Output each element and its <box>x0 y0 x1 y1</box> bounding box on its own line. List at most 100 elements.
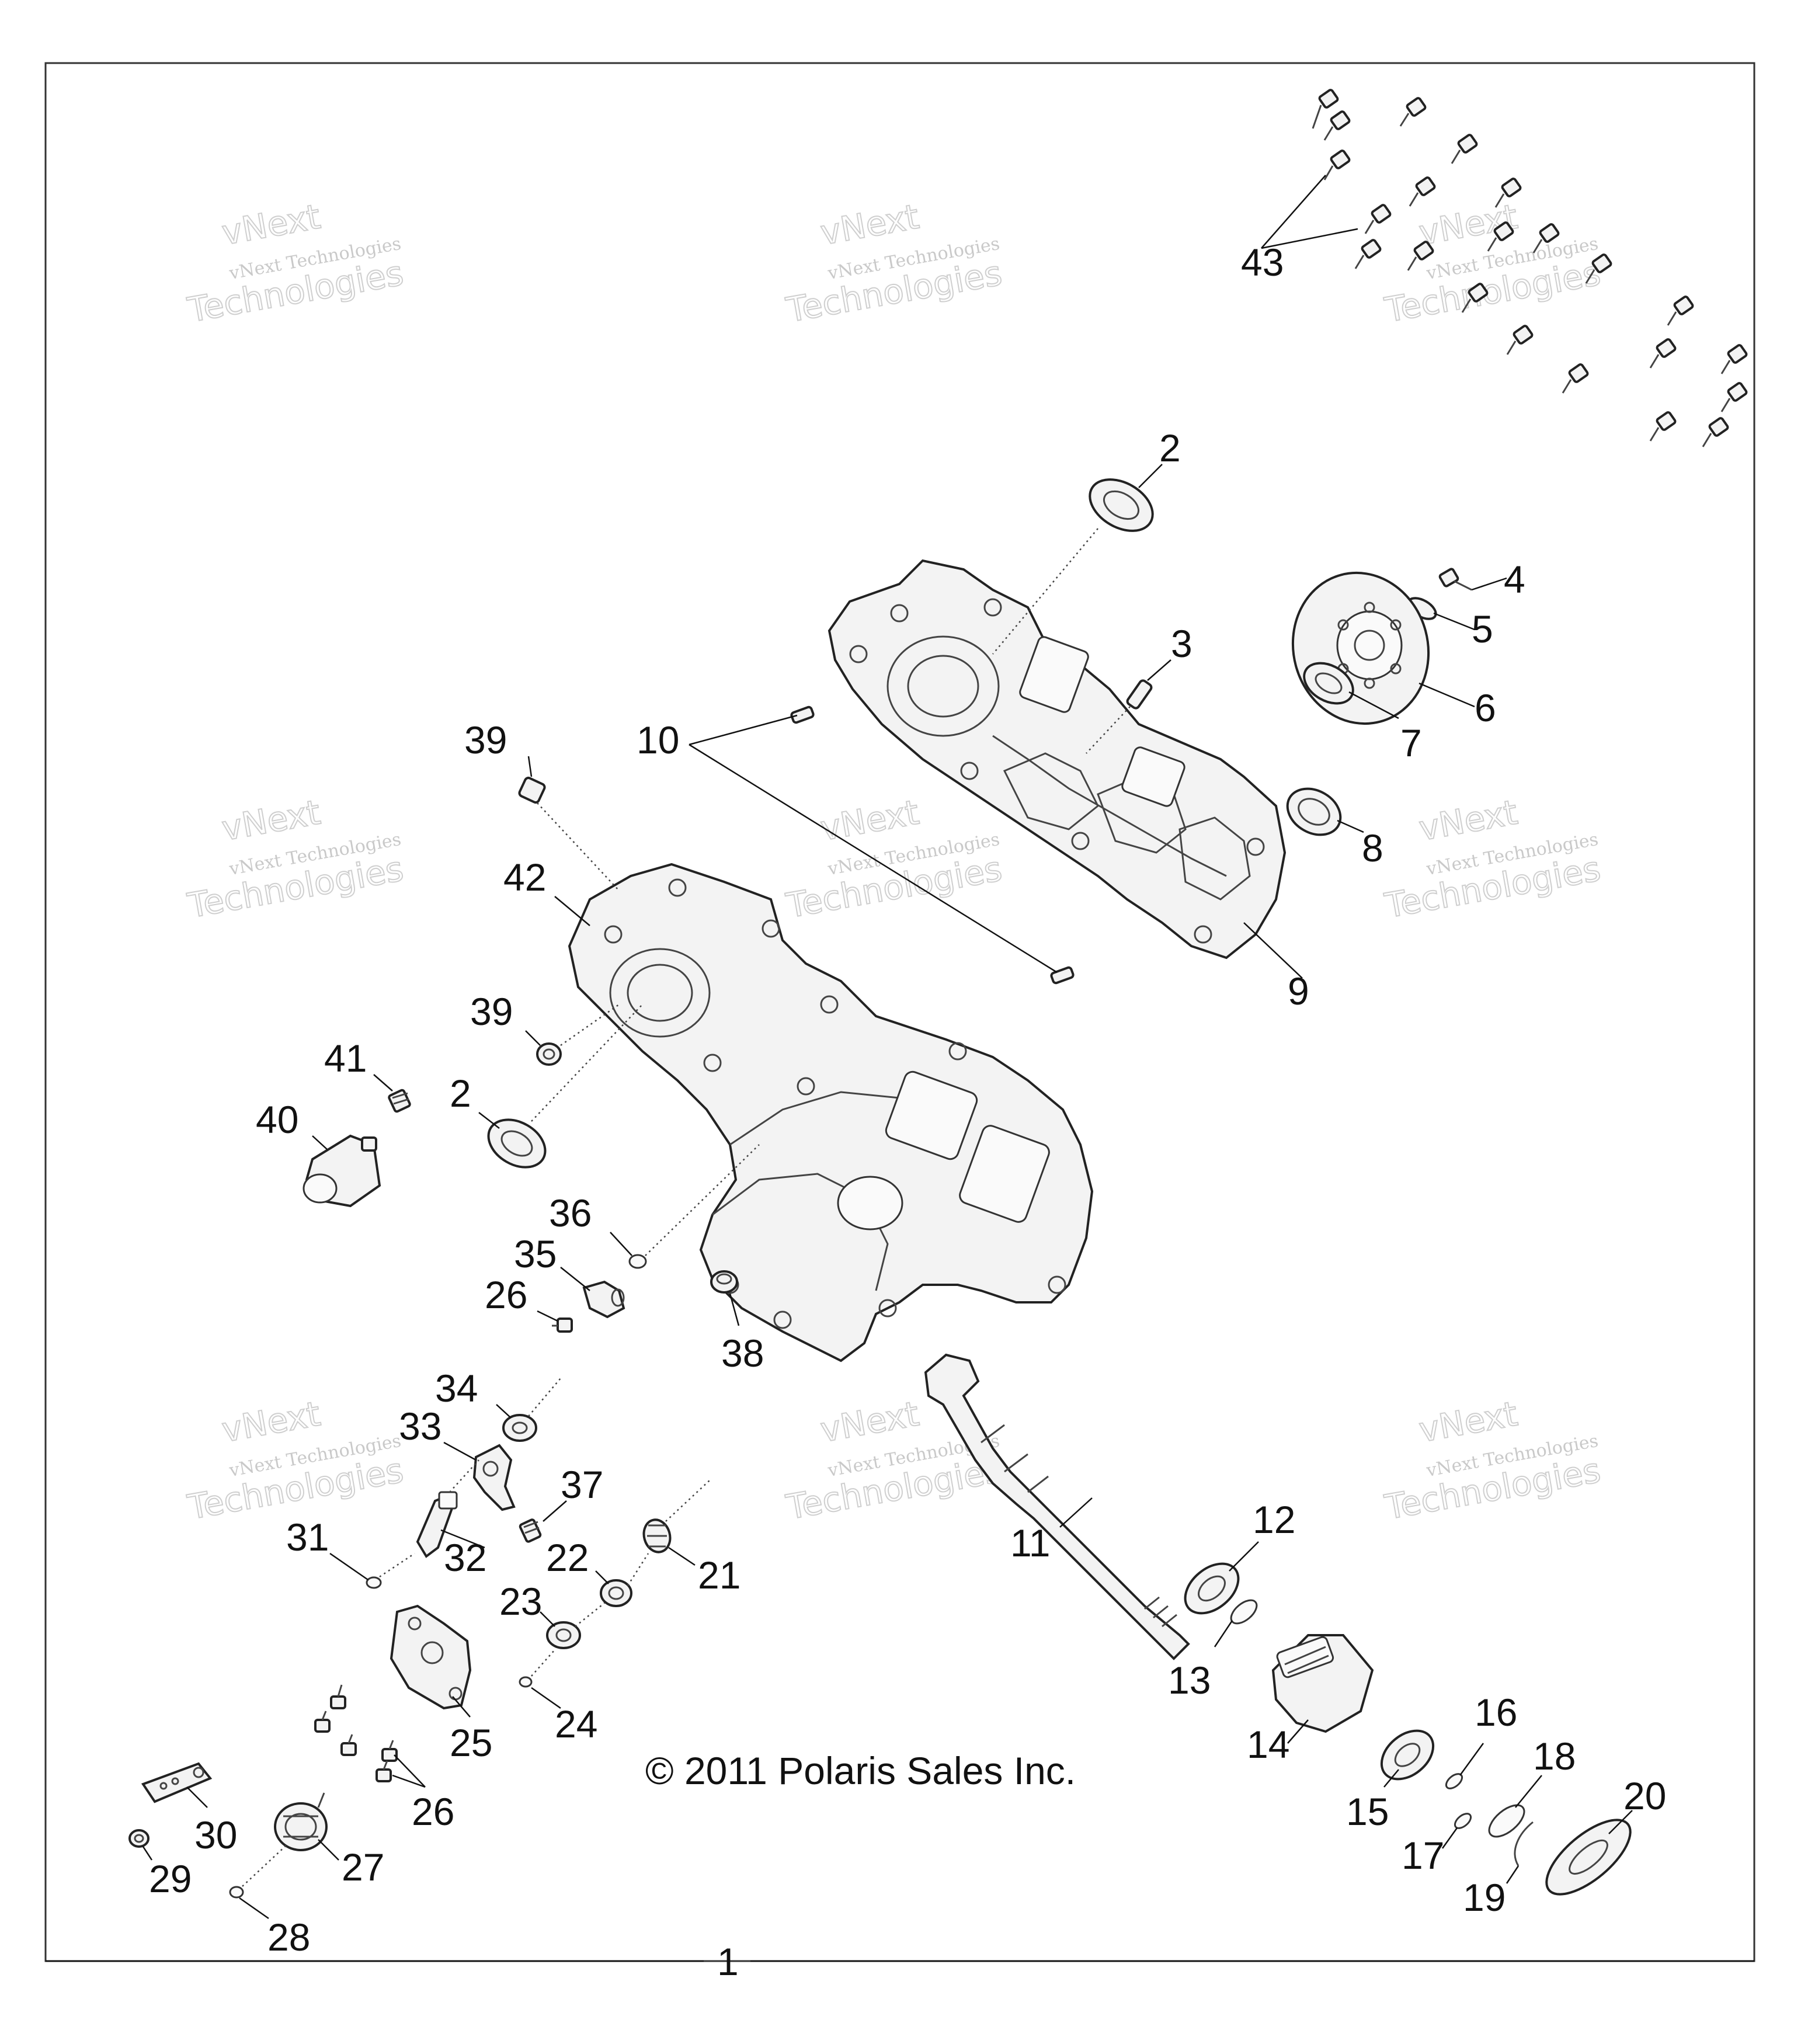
o-ring-36 <box>628 1254 647 1269</box>
callout-19: 19 <box>1463 1876 1506 1919</box>
svg-text:vNext: vNext <box>1416 1394 1521 1450</box>
bolt <box>1399 97 1427 127</box>
callout-32: 32 <box>444 1536 486 1579</box>
upper-crankcase-half <box>828 559 1287 960</box>
svg-text:vNext: vNext <box>219 197 324 253</box>
callout-42: 42 <box>503 856 546 899</box>
fitting-35 <box>582 1280 625 1319</box>
bolt <box>1562 363 1589 394</box>
clip-19 <box>1514 1821 1534 1866</box>
bearing-22 <box>600 1579 632 1607</box>
plate-30 <box>141 1762 213 1803</box>
callout-11: 11 <box>1010 1521 1051 1565</box>
watermark: vNext vNext Technologies Technologies <box>184 1393 407 1528</box>
bolt <box>1461 283 1489 313</box>
pump-shaft-32 <box>416 1491 458 1558</box>
bolt <box>1532 223 1560 253</box>
watermark: vNext vNext Technologies Technologies <box>184 196 407 331</box>
ring-17 <box>1454 1813 1472 1829</box>
watermark-group: vNext vNext Technologies Technologies vN… <box>184 196 1604 1528</box>
callout-18: 18 <box>1533 1734 1576 1778</box>
callout-38: 38 <box>721 1332 764 1375</box>
callout-7: 7 <box>1400 721 1422 764</box>
svg-text:vNext: vNext <box>818 197 922 253</box>
bolt <box>1451 134 1478 164</box>
watermark: vNext vNext Technologies Technologies <box>1381 1393 1604 1528</box>
bolt <box>1585 253 1612 284</box>
callout-23: 23 <box>499 1580 542 1623</box>
svg-text:vNext: vNext <box>219 1394 324 1450</box>
bearing-12 <box>1184 1562 1240 1615</box>
bushing-39-lower <box>536 1042 562 1066</box>
copyright-notice: © 2011 Polaris Sales Inc. <box>645 1749 1076 1792</box>
screw-26-upper <box>552 1318 573 1333</box>
seal-7 <box>1303 662 1354 705</box>
watermark: vNext vNext Technologies Technologies <box>184 792 407 927</box>
screw <box>340 1734 357 1756</box>
dowel-pins-10 <box>790 705 1075 985</box>
callout-21: 21 <box>698 1553 740 1597</box>
callout-30: 30 <box>194 1813 237 1857</box>
pin-31 <box>366 1576 382 1589</box>
screw <box>381 1740 398 1762</box>
callout-41: 41 <box>324 1037 367 1080</box>
bolt <box>1667 296 1694 326</box>
ring-18 <box>1488 1804 1525 1838</box>
spring-37 <box>519 1518 542 1543</box>
pin-28 <box>229 1886 244 1899</box>
watermark: vNext vNext Technologies Technologies <box>783 792 1006 927</box>
callout-10: 10 <box>637 718 679 762</box>
callout-2-lower: 2 <box>450 1072 471 1115</box>
cover-20 <box>1545 1819 1632 1896</box>
bolt-4 <box>1438 568 1472 591</box>
svg-text:vNext: vNext <box>219 792 324 849</box>
watermark: vNext vNext Technologies Technologies <box>1381 196 1604 331</box>
bolt <box>1702 417 1729 447</box>
callout-20: 20 <box>1623 1774 1666 1817</box>
svg-text:vNext: vNext <box>1416 792 1521 849</box>
callout-13: 13 <box>1168 1659 1211 1702</box>
bracket-33 <box>472 1444 516 1511</box>
callout-40: 40 <box>256 1098 298 1141</box>
bolt <box>1649 338 1677 369</box>
callout-43: 43 <box>1241 241 1284 284</box>
gear-hub-14 <box>1271 1634 1374 1733</box>
callout-39-lower: 39 <box>470 990 513 1033</box>
diagram-frame <box>44 62 1755 1962</box>
callout-26-lower: 26 <box>412 1790 454 1833</box>
callout-24: 24 <box>555 1702 597 1746</box>
spring-41 <box>388 1089 411 1113</box>
bolt <box>1364 204 1392 234</box>
bolt <box>1354 239 1382 269</box>
bearing-8 <box>1286 787 1342 836</box>
bolt <box>1506 325 1534 355</box>
oil-seal-upper <box>1089 478 1154 532</box>
callout-26-upper: 26 <box>485 1273 527 1316</box>
nut-29 <box>128 1829 150 1848</box>
watermark: vNext vNext Technologies Technologies <box>783 196 1006 331</box>
snap-ring-13 <box>1230 1599 1258 1625</box>
callout-34: 34 <box>435 1367 478 1410</box>
bearing-15 <box>1380 1729 1435 1781</box>
bolt <box>1312 89 1339 129</box>
callout-5: 5 <box>1472 607 1493 651</box>
bolt <box>1407 241 1434 271</box>
watermark: vNext vNext Technologies Technologies <box>1381 792 1604 927</box>
callout-14: 14 <box>1247 1723 1289 1766</box>
bolt <box>1323 150 1351 180</box>
callout-6: 6 <box>1475 686 1496 729</box>
gear-21 <box>642 1518 672 1553</box>
bolt <box>1487 221 1514 252</box>
svg-text:vNext: vNext <box>818 1394 922 1450</box>
callout-33: 33 <box>399 1405 441 1448</box>
callout-35: 35 <box>514 1232 557 1275</box>
callout-1: 1 <box>717 1940 739 1983</box>
pin-24 <box>519 1676 533 1688</box>
callout-37: 37 <box>561 1463 603 1506</box>
callout-3: 3 <box>1171 622 1192 665</box>
plug-38 <box>710 1270 738 1294</box>
callout-2-upper: 2 <box>1159 426 1181 470</box>
bolt-set-43 <box>1312 89 1748 447</box>
callout-4: 4 <box>1504 558 1525 601</box>
